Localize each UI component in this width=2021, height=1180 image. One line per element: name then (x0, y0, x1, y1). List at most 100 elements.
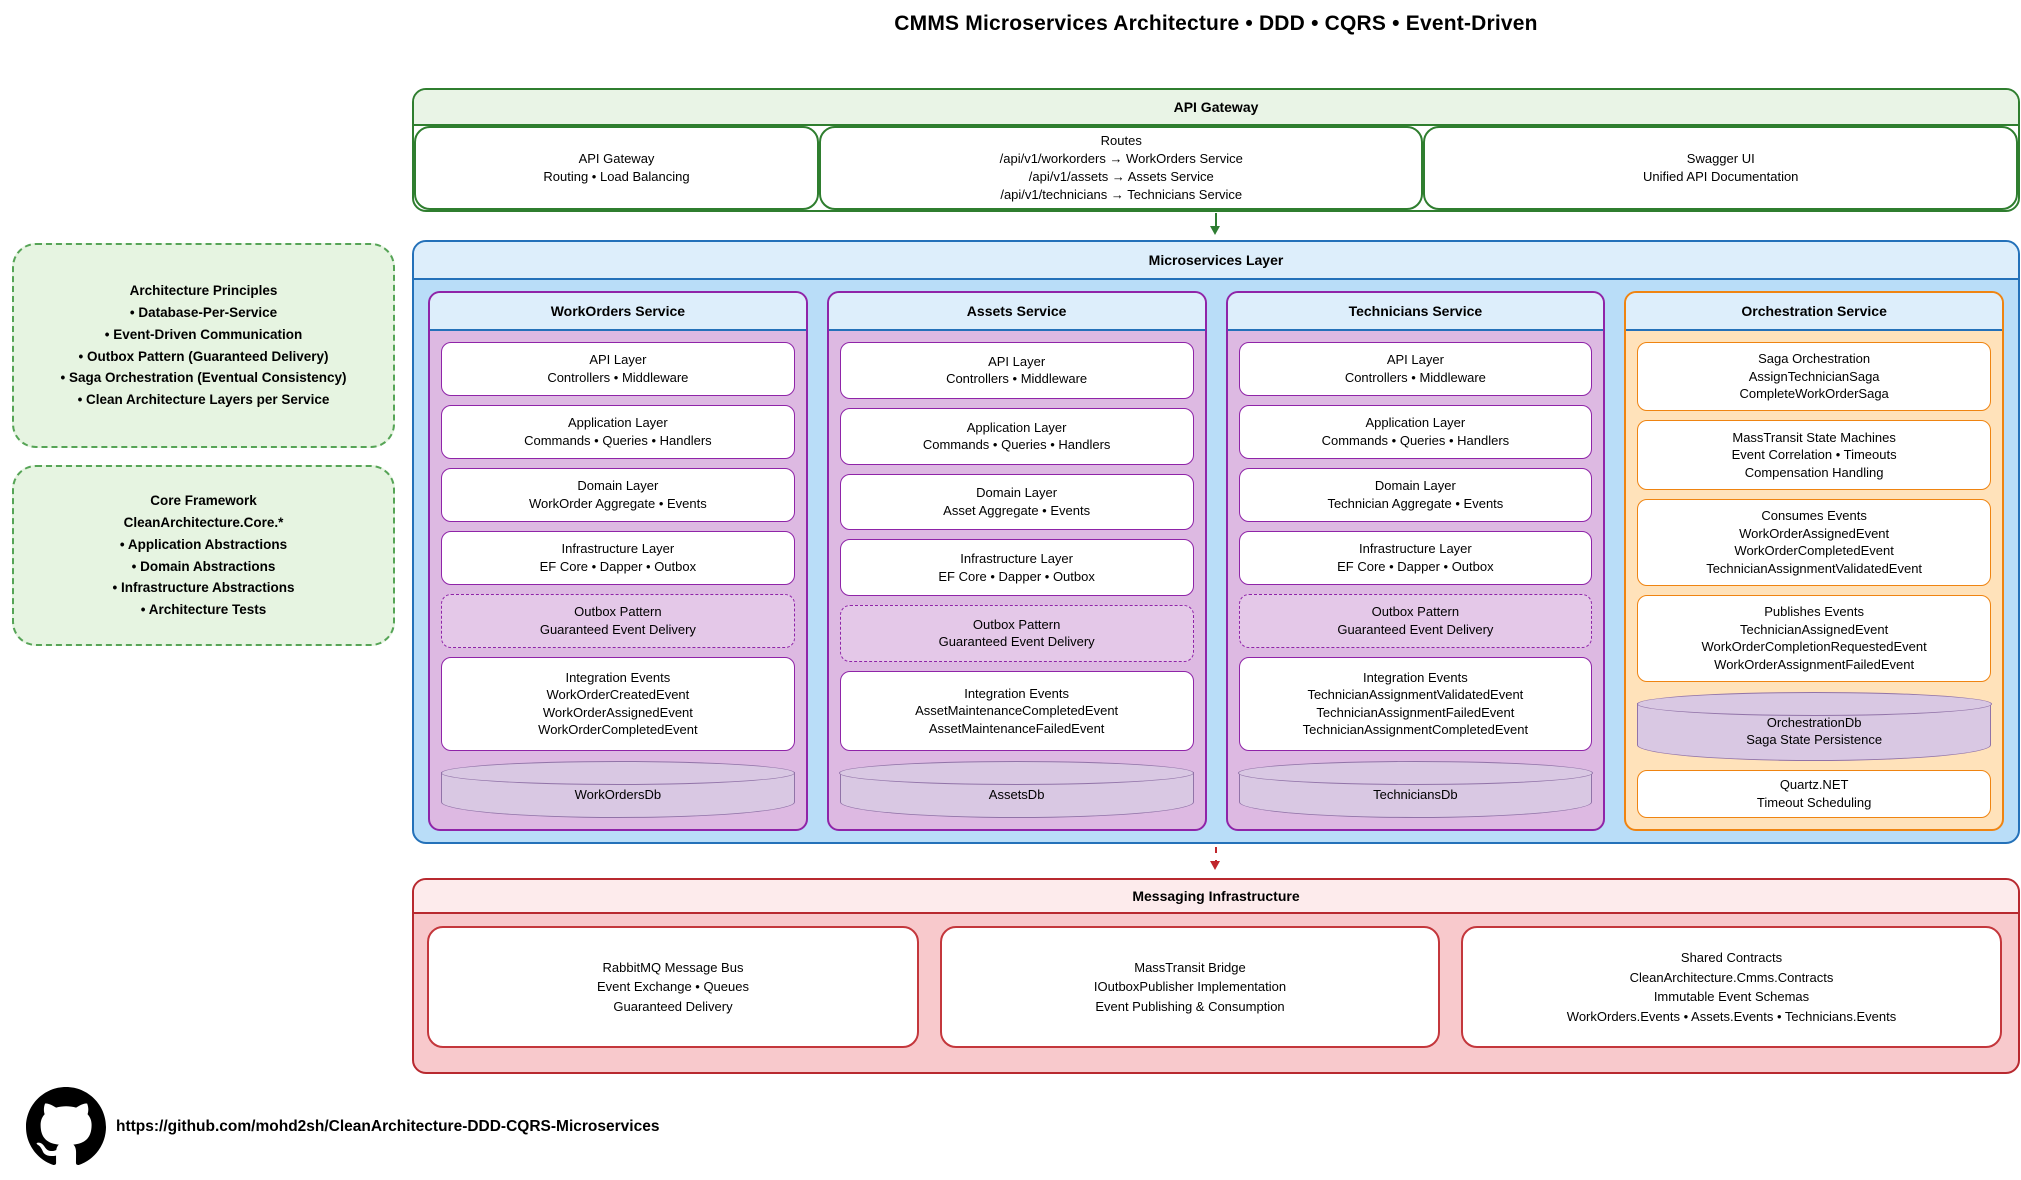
layer-box-line: Controllers • Middleware (946, 371, 1088, 387)
note-line: • Architecture Tests (140, 602, 267, 618)
layer-box-line: TechnicianAssignmentValidatedEvent (1307, 687, 1524, 703)
gateway-box-line: API Gateway (578, 150, 655, 166)
layer-box-line: CompleteWorkOrderSaga (1739, 386, 1889, 402)
service-header: Assets Service (828, 293, 1205, 331)
layer-box-line: Commands • Queries • Handlers (524, 432, 712, 448)
layer-box-line: Infrastructure Layer (1359, 541, 1472, 557)
repo-url: https://github.com/mohd2sh/CleanArchitec… (116, 1118, 660, 1135)
layer-box-line: API Layer (988, 353, 1046, 369)
note-line: • Saga Orchestration (Eventual Consisten… (60, 370, 347, 386)
layer-box-line: Application Layer (568, 415, 668, 431)
layer-box-line: EF Core • Dapper • Outbox (938, 568, 1095, 584)
messaging-box-line: CleanArchitecture.Cmms.Contracts (1629, 969, 1834, 985)
layer-box-line: API Layer (1386, 352, 1444, 368)
layer-box-line: Compensation Handling (1744, 464, 1884, 480)
layer-box-line: Consumes Events (1761, 508, 1867, 524)
note-line: • Event-Driven Communication (104, 326, 303, 342)
gateway-box-line: Unified API Documentation (1643, 169, 1799, 184)
db-cylinder-line: OrchestrationDb (1766, 714, 1862, 730)
layer-box-line: TechnicianAssignedEvent (1740, 621, 1889, 637)
layer-box-line: Guaranteed Event Delivery (539, 621, 696, 637)
note-line: • Domain Abstractions (131, 558, 276, 574)
gateway-box-line: /api/v1/technicians → Technicians Servic… (1000, 187, 1243, 203)
layer-box-line: Application Layer (966, 419, 1067, 435)
db-cylinder-line: WorkOrdersDb (574, 786, 662, 802)
messaging-box-line: WorkOrders.Events • Assets.Events • Tech… (1566, 1008, 1897, 1024)
layer-box-line: Infrastructure Layer (960, 551, 1073, 567)
db-cylinder: WorkOrdersDb (440, 760, 795, 818)
github-icon (26, 1087, 106, 1166)
gateway-box-line: /api/v1/workorders → WorkOrders Service (999, 150, 1243, 166)
messaging-box-line: RabbitMQ Message Bus (602, 959, 744, 975)
layer-box-line: WorkOrderAssignedEvent (542, 704, 693, 720)
layer-box-line: Guaranteed Event Delivery (1337, 621, 1494, 637)
layer-box-line: Infrastructure Layer (561, 541, 675, 557)
note-line: • Outbox Pattern (Guaranteed Delivery) (78, 348, 329, 364)
gateway-to-microservices-arrow (1210, 213, 1220, 235)
layer-box-line: AssetMaintenanceCompletedEvent (915, 703, 1119, 719)
microservices-layer-header: Microservices Layer (414, 242, 2018, 280)
note-line: CleanArchitecture.Core.* (123, 514, 284, 530)
layer-box-line: MassTransit State Machines (1732, 429, 1896, 445)
api-gateway-header: API Gateway (414, 90, 2018, 126)
service-header: Orchestration Service (1626, 293, 2002, 331)
layer-box-line: Outbox Pattern (574, 604, 662, 620)
layer-box-line: API Layer (589, 352, 647, 368)
layer-box-line: Publishes Events (1764, 604, 1864, 620)
messaging-box-line: IOutboxPublisher Implementation (1093, 979, 1287, 995)
note-line: • Database-Per-Service (129, 304, 278, 320)
layer-box-line: Integration Events (1362, 669, 1468, 685)
layer-box-line: TechnicianAssignmentValidatedEvent (1706, 560, 1923, 576)
diagram-title: CMMS Microservices Architecture • DDD • … (894, 12, 1538, 35)
layer-box-line: Controllers • Middleware (1344, 369, 1486, 385)
layer-box-line: Guaranteed Event Delivery (938, 634, 1095, 650)
layer-box-line: TechnicianAssignmentFailedEvent (1316, 704, 1515, 720)
layer-box-line: Controllers • Middleware (547, 369, 689, 385)
layer-box-line: TechnicianAssignmentCompletedEvent (1302, 722, 1529, 738)
layer-box-line: Application Layer (1365, 415, 1466, 431)
db-cylinder: TechniciansDb (1238, 760, 1593, 818)
messaging-box-line: Immutable Event Schemas (1653, 989, 1810, 1004)
layer-box-line: WorkOrderAssignedEvent (1739, 525, 1890, 541)
note-line: • Application Abstractions (119, 536, 288, 552)
layer-box-line: AssignTechnicianSaga (1748, 368, 1880, 384)
messaging-header: Messaging Infrastructure (414, 880, 2018, 914)
service-header: WorkOrders Service (430, 293, 806, 331)
layer-box-line: EF Core • Dapper • Outbox (539, 558, 697, 574)
gateway-box: Routes/api/v1/workorders → WorkOrders Se… (819, 126, 1424, 210)
layer-box-line: WorkOrderAssignmentFailedEvent (1714, 656, 1915, 672)
db-cylinder: AssetsDb (839, 761, 1194, 819)
layer-box-line: Domain Layer (1374, 478, 1456, 494)
gateway-box-line: Routes (1100, 132, 1142, 148)
layer-box-line: Commands • Queries • Handlers (1321, 432, 1510, 448)
note-line: • Clean Architecture Layers per Service (77, 392, 330, 408)
layer-box-line: Outbox Pattern (972, 616, 1061, 632)
layer-box-line: Integration Events (565, 669, 671, 685)
